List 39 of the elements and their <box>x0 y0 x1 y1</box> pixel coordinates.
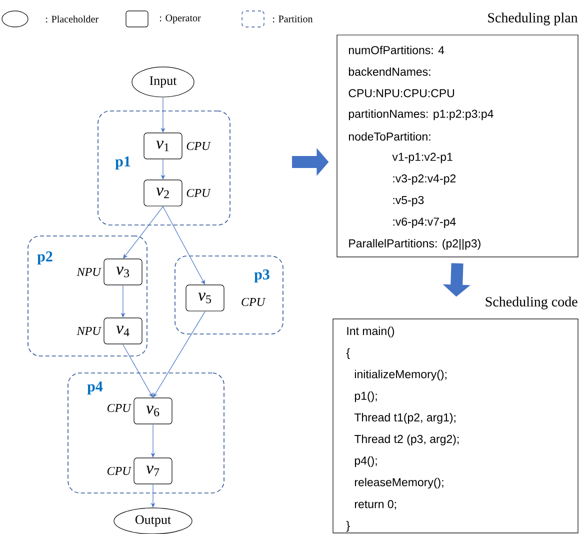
operator-box: v$_{4}$ <box>104 318 142 344</box>
code-line: :v5-p3 <box>393 196 424 206</box>
code-line: :v6-p4:v7-p4 <box>393 218 456 228</box>
code-line: Thread t1(p2, arg1); <box>354 413 456 424</box>
code-line: p1(); <box>354 391 377 402</box>
device-label: CPU <box>242 298 266 306</box>
legend-text: : Placeholder <box>46 15 98 23</box>
code-line: { <box>346 348 350 359</box>
code-line: releaseMemory(); <box>354 478 444 489</box>
legend-text: : Operator <box>160 14 201 24</box>
code-line: v1-p1:v2-p1 <box>392 152 452 164</box>
device-label: CPU <box>186 188 211 197</box>
code-line: backendNames: <box>348 67 430 76</box>
code-line: p4(); <box>354 456 377 467</box>
operator-box: v$_{6}$ <box>134 398 172 424</box>
operator-box: v$_{7}$ <box>134 458 172 484</box>
device-label: NPU <box>76 327 102 335</box>
code-line: CPU:NPU:CPU:CPU <box>348 89 454 98</box>
operator-box: v$_{5}$ <box>186 284 224 312</box>
panel-title: Scheduling code <box>486 296 578 310</box>
code-line: :v3-p2:v4-p2 <box>393 174 456 185</box>
device-label: CPU <box>186 142 211 150</box>
code-line: Int main() <box>347 326 394 338</box>
legend-text: : Partition <box>273 16 313 22</box>
code-line: ParallelPartitions: (p2||p3) <box>349 239 480 250</box>
operator-box: v$_{2}$ <box>144 180 182 206</box>
device-label: CPU <box>107 466 132 475</box>
operator-box: v$_{1}$ <box>144 132 182 160</box>
code-line: Thread t2 (p3, arg2); <box>354 434 459 446</box>
code-line: numOfPartitions: 4 <box>348 46 444 54</box>
code-line: partitionNames: p1:p2:p3:p4 <box>348 109 494 120</box>
panel-title: Scheduling plan <box>488 12 578 26</box>
code-line: } <box>346 521 350 532</box>
device-label: NPU <box>76 268 102 276</box>
code-line: initializeMemory(); <box>354 370 446 381</box>
code-line: return 0; <box>354 500 396 510</box>
operator-box: v$_{3}$ <box>104 258 142 286</box>
device-label: CPU <box>107 404 132 412</box>
code-line: nodeToPartition: <box>348 132 430 141</box>
